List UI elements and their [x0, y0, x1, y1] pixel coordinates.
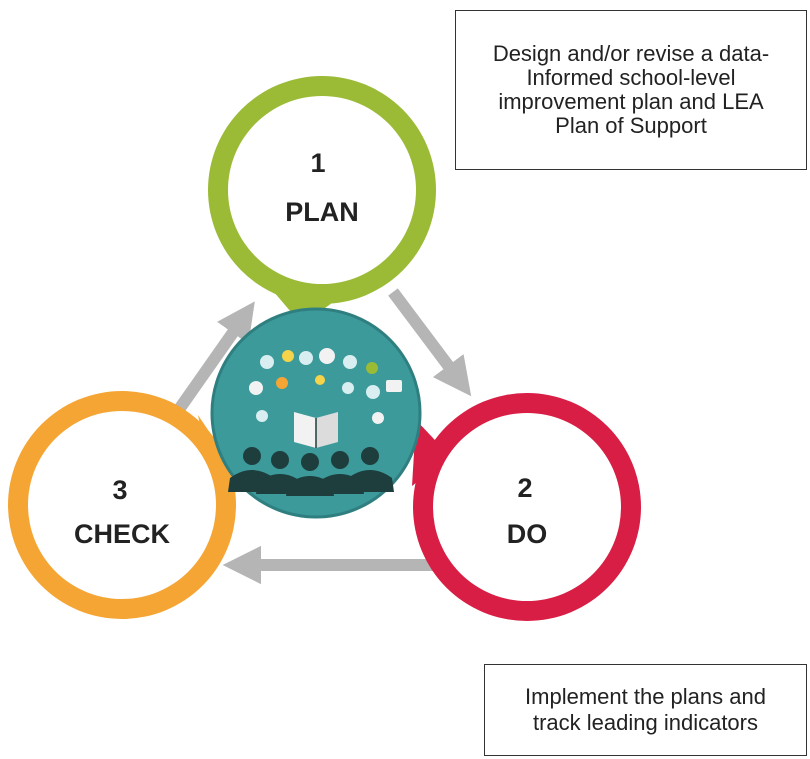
target-icon	[256, 410, 268, 422]
arrow-check-to-plan	[175, 301, 255, 412]
do-number: 2	[517, 473, 532, 503]
monitor-icon	[386, 380, 402, 392]
plan-ring-tail	[268, 285, 336, 325]
gear-icon	[282, 350, 294, 362]
pencil-icon	[315, 375, 325, 385]
do-label: DO	[507, 519, 548, 549]
star-icon	[366, 362, 378, 374]
cloud-icon	[366, 385, 380, 399]
music-icon	[342, 382, 354, 394]
do-description-line: Implement the plans and	[525, 684, 766, 709]
floating-tech-icons	[249, 348, 402, 424]
plan-description-line: improvement plan and LEA	[498, 89, 764, 114]
education-technology-illustration	[210, 307, 422, 519]
plan-node: 1 PLAN	[208, 76, 436, 325]
check-node: 3 CHECK	[8, 391, 236, 619]
camera-icon	[276, 377, 288, 389]
do-ring-tail	[412, 420, 450, 486]
chat-icon	[319, 348, 335, 364]
chart-icon	[249, 381, 263, 395]
plan-label: PLAN	[285, 197, 359, 227]
check-number: 3	[112, 475, 127, 505]
arrow-plan-to-do	[388, 288, 472, 397]
plan-description-line: Plan of Support	[555, 113, 707, 138]
do-description-callout: Implement the plans and track leading in…	[484, 664, 807, 756]
plan-number: 1	[310, 148, 325, 178]
open-book-icon	[294, 412, 338, 448]
wifi-icon	[372, 412, 384, 424]
globe-icon	[260, 355, 274, 369]
do-description-line: track leading indicators	[532, 710, 758, 735]
do-node: 2 DO	[412, 393, 641, 621]
plan-description-callout: Design and/or revise a data- Informed sc…	[455, 10, 807, 170]
check-label: CHECK	[74, 519, 171, 549]
mail-icon	[343, 355, 357, 369]
plan-description-line: Design and/or revise a data-	[492, 41, 770, 66]
student-silhouettes	[228, 447, 394, 496]
lightbulb-icon	[299, 351, 313, 365]
plan-description-line: Informed school-level	[526, 65, 736, 90]
